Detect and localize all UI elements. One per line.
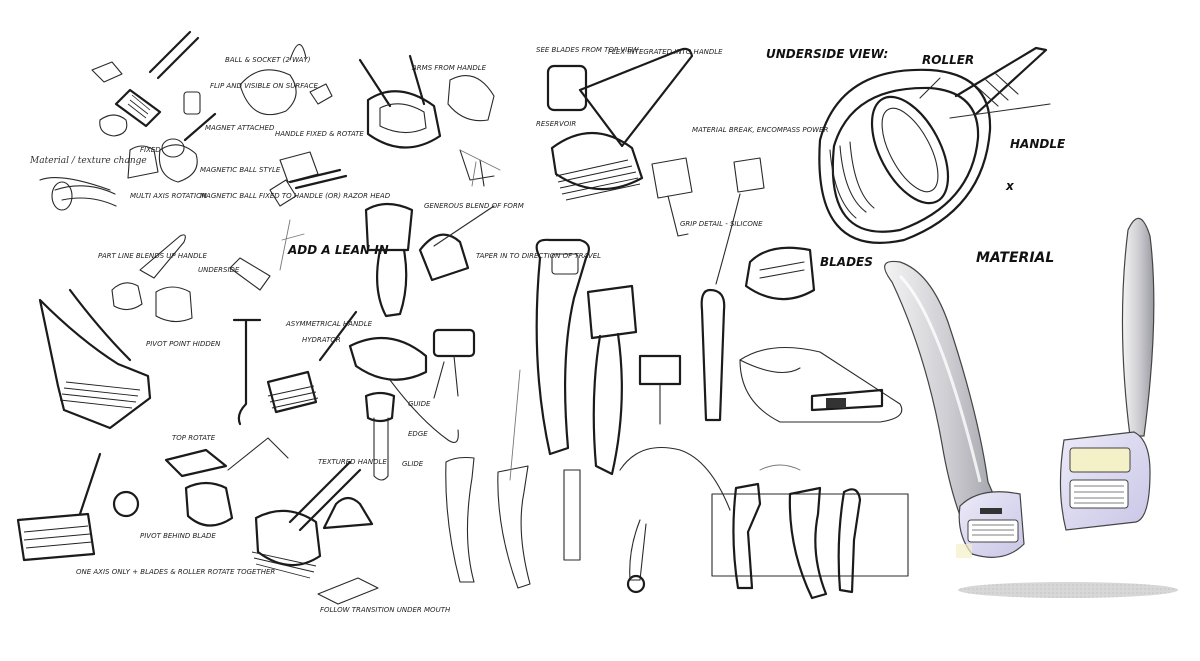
svg-text:EDGE: EDGE (408, 430, 428, 438)
svg-text:GUIDE: GUIDE (408, 400, 431, 408)
svg-text:PIVOT POINT HIDDEN: PIVOT POINT HIDDEN (146, 340, 221, 348)
sketch-arms-cluster (358, 54, 495, 187)
svg-text:MAGNETIC BALL FIXED TO HANDLE: MAGNETIC BALL FIXED TO HANDLE (OR) RAZOR… (200, 192, 391, 200)
svg-text:HANDLE: HANDLE (1010, 137, 1066, 151)
sketch-arms-notes: ARMS FROM HANDLE (411, 64, 487, 72)
sketch-razor-in-holder (739, 246, 903, 423)
svg-text:GRIP DETAIL - SILICONE: GRIP DETAIL - SILICONE (680, 220, 763, 228)
svg-text:HANDLE FIXED & ROTATE: HANDLE FIXED & ROTATE (275, 130, 364, 138)
sketch-mid-left-notes: PART LINE BLENDS UP HANDLE UNDERSIDE ADD… (98, 202, 601, 348)
sketch-mid-left-cluster (38, 234, 358, 430)
svg-text:FIXED: FIXED (140, 146, 161, 154)
sketch-ball-socket-cluster (39, 30, 348, 211)
svg-text:FLIP AND VISIBLE ON SURFACE: FLIP AND VISIBLE ON SURFACE (210, 82, 318, 90)
svg-text:x: x (1005, 179, 1015, 193)
svg-text:ONE AXIS ONLY + BLADES & ROLLE: ONE AXIS ONLY + BLADES & ROLLER ROTATE T… (76, 568, 275, 576)
svg-text:ADD A LEAN IN: ADD A LEAN IN (287, 243, 389, 257)
svg-text:ARMS FROM HANDLE: ARMS FROM HANDLE (411, 64, 487, 72)
sketch-underside-view (818, 46, 1051, 244)
sketch-loose-marks (279, 149, 801, 481)
svg-text:Material / texture change: Material / texture change (29, 156, 147, 166)
svg-text:BALL & SOCKET (2 WAY): BALL & SOCKET (2 WAY) (225, 56, 311, 64)
svg-text:PIVOT BEHIND BLADE: PIVOT BEHIND BLADE (140, 532, 216, 540)
svg-text:FLEX INTEGRATED INTO HANDLE: FLEX INTEGRATED INTO HANDLE (608, 48, 723, 56)
svg-text:SEE BLADES FROM TOP VIEW: SEE BLADES FROM TOP VIEW (536, 46, 640, 54)
svg-text:ASYMMETRICAL HANDLE: ASYMMETRICAL HANDLE (285, 320, 373, 328)
svg-text:TEXTURED HANDLE: TEXTURED HANDLE (318, 458, 387, 466)
svg-text:MAGNETIC BALL STYLE: MAGNETIC BALL STYLE (200, 166, 281, 174)
svg-text:UNDERSIDE: UNDERSIDE (198, 266, 240, 274)
svg-text:FOLLOW TRANSITION UNDER MOUTH: FOLLOW TRANSITION UNDER MOUTH (320, 606, 451, 614)
svg-text:MATERIAL: MATERIAL (976, 250, 1054, 266)
rendered-razor-large (884, 260, 1178, 598)
svg-text:HYDRATOR: HYDRATOR (302, 336, 341, 344)
svg-text:MULTI AXIS ROTATION: MULTI AXIS ROTATION (130, 192, 208, 200)
sketch-reservoir-notes: SEE BLADES FROM TOP VIEW FLEX INTEGRATED… (536, 46, 828, 228)
sketch-center-handles (348, 202, 495, 481)
svg-text:ROLLER: ROLLER (922, 53, 974, 67)
svg-text:MATERIAL BREAK, ENCOMPASS POWE: MATERIAL BREAK, ENCOMPASS POWER (692, 126, 828, 134)
sketch-reservoir-cluster (546, 47, 765, 285)
svg-text:GLIDE: GLIDE (402, 460, 424, 468)
svg-text:BLADES: BLADES (820, 255, 873, 269)
sketch-lower-left-notes: TOP ROTATE TEXTURED HANDLE PIVOT BEHIND … (76, 400, 451, 614)
svg-text:RESERVOIR: RESERVOIR (536, 120, 576, 128)
sketch-lower-left (16, 437, 379, 605)
sketch-tall-razors (535, 238, 726, 476)
svg-text:TOP ROTATE: TOP ROTATE (172, 434, 216, 442)
svg-text:GENEROUS BLEND OF FORM: GENEROUS BLEND OF FORM (424, 202, 524, 210)
svg-text:MAGNET ATTACHED: MAGNET ATTACHED (205, 124, 275, 132)
sketch-underside-notes: UNDERSIDE VIEW: ROLLER HANDLE BLADES MAT… (766, 47, 1066, 269)
svg-text:PART LINE BLENDS UP HANDLE: PART LINE BLENDS UP HANDLE (98, 252, 207, 260)
sketch-lower-center (445, 446, 909, 600)
rendered-razor-small (1059, 217, 1155, 531)
sketch-notes-left: Material / texture change BALL & SOCKET … (29, 56, 391, 200)
svg-text:UNDERSIDE VIEW:: UNDERSIDE VIEW: (766, 47, 888, 61)
